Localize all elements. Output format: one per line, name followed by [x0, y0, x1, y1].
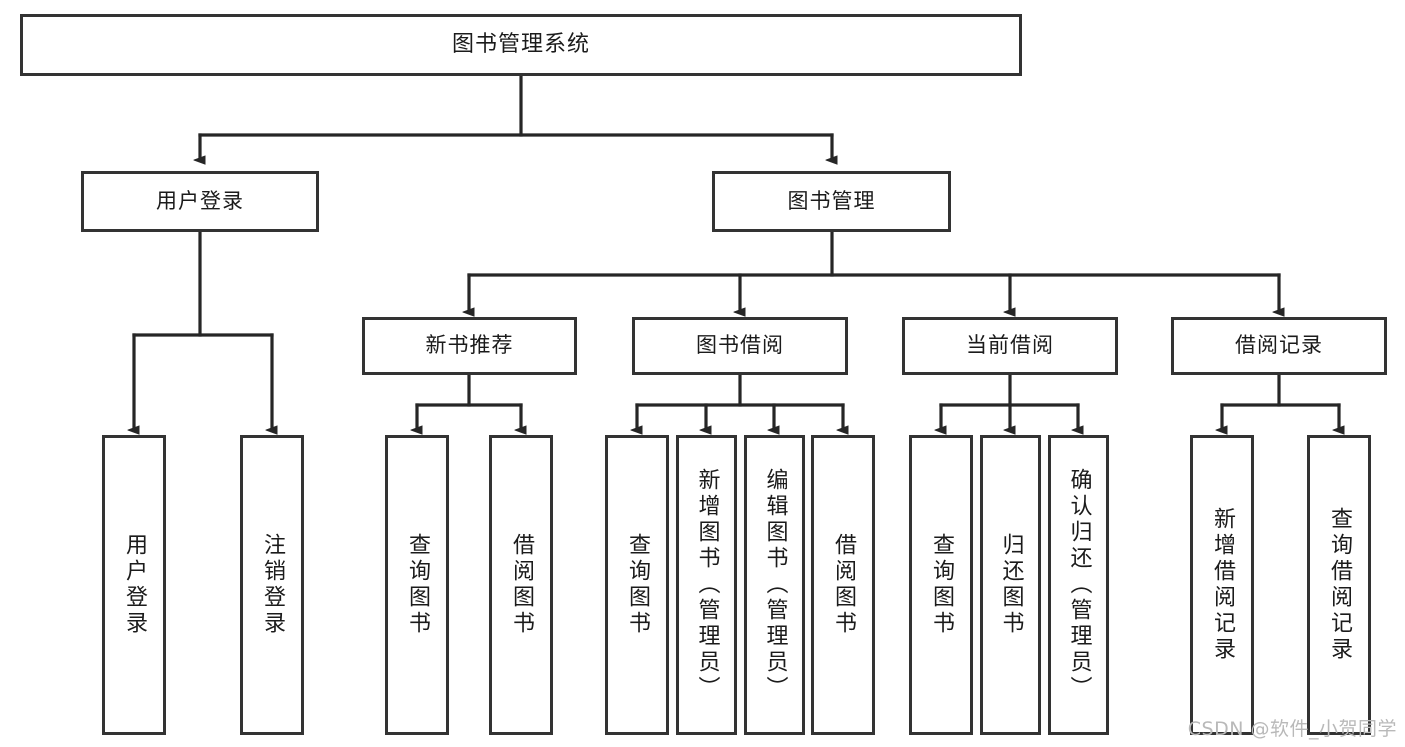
node-new-book-recommend[interactable]: 新书推荐 — [362, 317, 577, 375]
node-label: 编辑图书（管理员） — [762, 468, 788, 702]
node-label: 图书管理 — [787, 188, 876, 213]
node-leaf-newbook-query-book[interactable]: 查询图书 — [385, 435, 449, 735]
node-leaf-borrowrecord-query-record[interactable]: 查询借阅记录 — [1307, 435, 1371, 735]
node-label: 借阅图书 — [831, 533, 856, 637]
node-label: 图书管理系统 — [451, 31, 590, 57]
node-leaf-borrowrecord-add-record[interactable]: 新增借阅记录 — [1190, 435, 1254, 735]
node-label: 新书推荐 — [425, 333, 514, 358]
node-label: 注销登录 — [260, 533, 285, 637]
node-current-borrow[interactable]: 当前借阅 — [902, 317, 1118, 375]
node-leaf-bookborrow-add-book-admin[interactable]: 新增图书（管理员） — [676, 435, 737, 735]
node-label: 当前借阅 — [966, 333, 1054, 358]
node-label: 确认归还（管理员） — [1066, 468, 1092, 702]
node-leaf-newbook-borrow-book[interactable]: 借阅图书 — [489, 435, 553, 735]
node-leaf-bookborrow-edit-book-admin[interactable]: 编辑图书（管理员） — [744, 435, 805, 735]
node-label: 查询图书 — [929, 533, 954, 637]
node-label: 用户登录 — [156, 188, 244, 213]
node-label: 借阅图书 — [509, 533, 534, 637]
node-label: 新增图书（管理员） — [694, 468, 720, 702]
node-label: 查询图书 — [405, 533, 430, 637]
node-leaf-bookborrow-query-book[interactable]: 查询图书 — [605, 435, 669, 735]
node-label: 查询借阅记录 — [1327, 507, 1352, 663]
watermark-text: CSDN @软件_小贺同学 — [1187, 718, 1397, 740]
node-leaf-bookborrow-borrow-book[interactable]: 借阅图书 — [811, 435, 875, 735]
node-label: 查询图书 — [625, 533, 650, 637]
node-label: 图书借阅 — [696, 333, 784, 358]
node-book-management[interactable]: 图书管理 — [712, 171, 951, 232]
node-leaf-currentborrow-return-book[interactable]: 归还图书 — [980, 435, 1041, 735]
node-root-book-management-system[interactable]: 图书管理系统 — [20, 14, 1022, 76]
node-borrow-record[interactable]: 借阅记录 — [1171, 317, 1387, 375]
node-leaf-currentborrow-query-book[interactable]: 查询图书 — [909, 435, 973, 735]
node-label: 借阅记录 — [1235, 333, 1323, 358]
node-label: 归还图书 — [998, 533, 1024, 637]
node-leaf-user-login-signin[interactable]: 用户登录 — [102, 435, 166, 735]
node-label: 用户登录 — [122, 533, 147, 637]
node-label: 新增借阅记录 — [1210, 507, 1235, 663]
node-leaf-currentborrow-confirm-return-admin[interactable]: 确认归还（管理员） — [1048, 435, 1109, 735]
node-leaf-user-login-signout[interactable]: 注销登录 — [240, 435, 304, 735]
node-book-borrow[interactable]: 图书借阅 — [632, 317, 848, 375]
node-user-login[interactable]: 用户登录 — [81, 171, 319, 232]
